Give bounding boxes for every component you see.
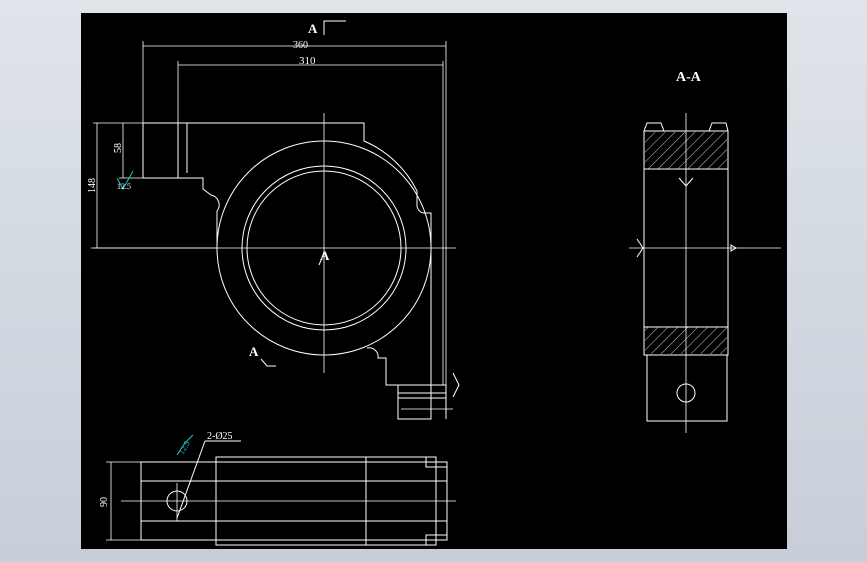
section-view-title: A-A [676,70,702,85]
bore-circle [246,170,402,326]
roughness-bottom-value: 12.5 [177,439,192,456]
section-mark-top: A [308,21,318,36]
dim-inner-width: 310 [299,55,316,67]
front-view: 360 310 148 58 12.5 A A A [87,20,460,420]
section-chevron [678,177,694,187]
middle-ring [241,165,407,331]
flange-chevron [452,372,460,398]
roughness-top-value: 12.5 [117,182,131,191]
roughness-symbol [116,170,134,191]
dim-slot-height: 58 [113,143,124,153]
hole-callout: 2-Ø25 [207,431,233,442]
section-top-lugs [643,122,729,132]
section-view: A-A [629,70,781,433]
dim-overall-height: 148 [87,178,98,193]
cad-drawing: 360 310 148 58 12.5 A A A A-A [87,20,781,546]
housing-outline [142,122,432,420]
roughness-symbol-bottom [176,434,194,456]
section-side-chevron [636,238,644,258]
bottom-foot [398,384,447,419]
hole-leader [176,440,206,519]
section-foot [646,354,728,422]
cad-drawing-canvas[interactable]: 360 310 148 58 12.5 A A A A-A [81,13,787,549]
dim-bottom-height: 90 [99,497,110,507]
section-arrow-top [323,20,346,35]
bottom-view: 90 2-Ø25 12.5 [99,431,456,546]
section-foot-hole [676,383,696,403]
dim-overall-width: 360 [293,40,308,51]
section-mark-center: A [320,248,330,263]
mount-hole [166,490,188,512]
section-mark-bottom: A [249,344,259,359]
